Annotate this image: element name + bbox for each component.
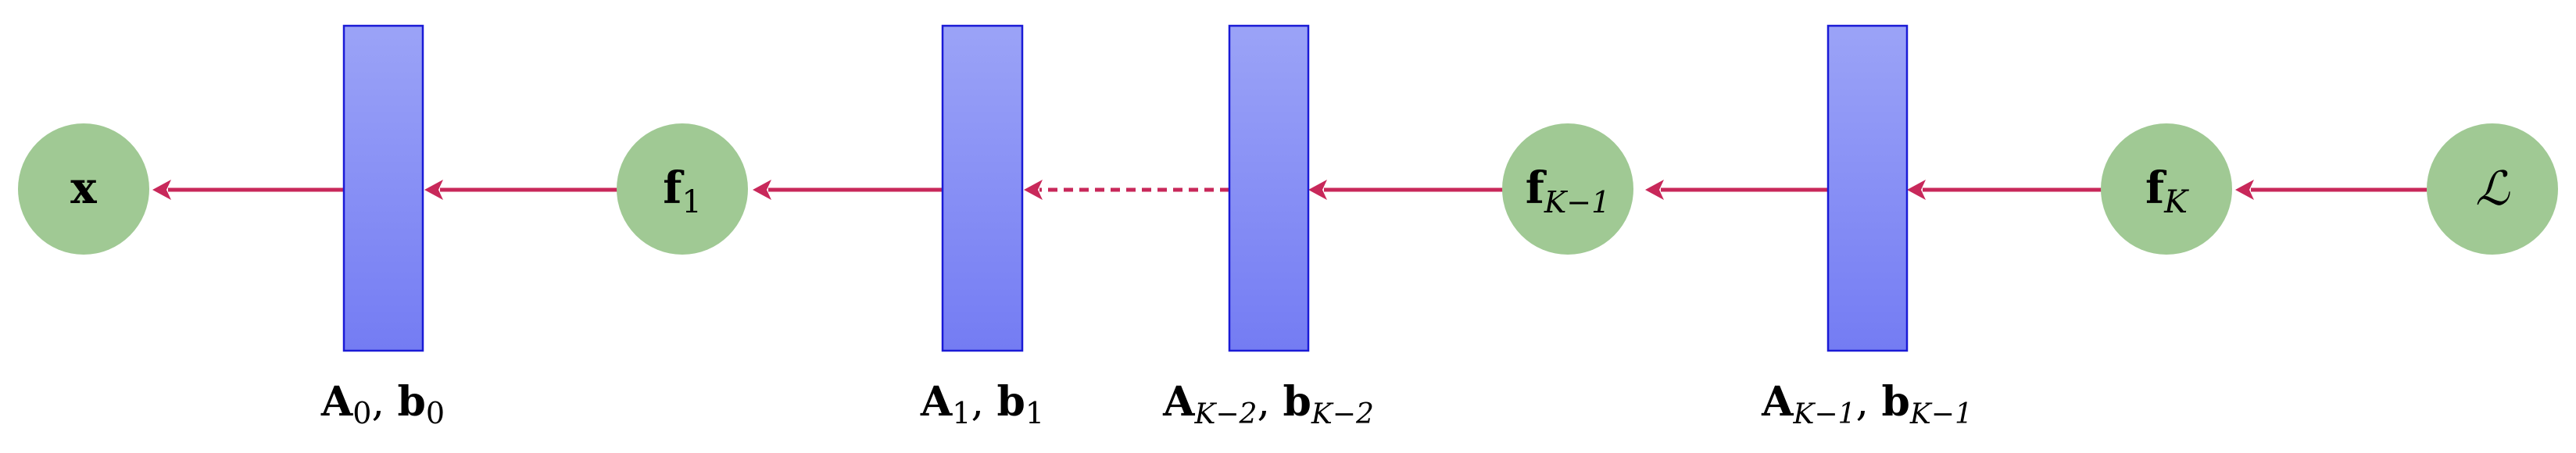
layer-1-weight: A (920, 378, 953, 426)
layer-K-1-bias: b (1882, 378, 1910, 426)
layer-0-bias: b (398, 378, 426, 426)
node-fK1-subscript: K−1 (1544, 185, 1610, 219)
node-fK-symbol: f (2145, 162, 2167, 214)
layer-0-weight: A (320, 378, 353, 426)
arrowhead-layer1 (1024, 180, 1043, 200)
node-fK-label: fK (2145, 162, 2189, 220)
node-x-label: x (70, 162, 97, 214)
layer-K-2-weight-sub: K−2 (1194, 398, 1258, 430)
arrowhead-layerK2 (1308, 180, 1327, 200)
node-loss-label: ℒ (2475, 162, 2510, 216)
arrowhead-layer0 (424, 180, 443, 200)
layer-0-bias-sub: 0 (426, 396, 445, 430)
node-fK1-symbol: f (1526, 162, 1547, 214)
arrowhead-layerK1 (1907, 180, 1926, 200)
layer-K-1-block (1826, 24, 1909, 352)
node-f1 (617, 123, 748, 255)
layer-1-bias: b (997, 378, 1025, 426)
layer-1-bias-sub: 1 (1025, 396, 1044, 430)
layer-1-block (941, 24, 1024, 352)
layer-K-2-label: AK−2, bK−2 (1162, 378, 1374, 430)
node-f1-label: f1 (663, 162, 702, 220)
layer-K-2-bias-sub: K−2 (1311, 398, 1374, 430)
layer-1-weight-sub: 1 (952, 396, 971, 430)
node-loss (2427, 123, 2558, 255)
node-fK (2101, 123, 2232, 255)
layer-1-label: A1, b1 (920, 378, 1044, 430)
node-loss-symbol: ℒ (2475, 162, 2510, 216)
node-fK-subscript: K (2163, 184, 2189, 220)
layer-K-1-weight: A (1761, 378, 1794, 426)
arrowhead-fK (2235, 180, 2254, 200)
nodes: x f1 fK−1 fK ℒ (18, 123, 2558, 255)
layer-K-2-sep: , (1257, 379, 1270, 426)
layer-K-1-label: AK−1, bK−1 (1761, 378, 1973, 430)
node-x (18, 123, 149, 255)
layer-0-label: A0, b0 (320, 378, 445, 430)
layer-K-1-bias-sub: K−1 (1909, 398, 1973, 430)
layer-labels: A0, b0 A1, b1 AK−2, bK−2 AK−1, bK−1 (320, 378, 1973, 430)
arrowhead-x (152, 180, 171, 200)
layer-K-2-weight: A (1162, 378, 1195, 426)
layer-0-weight-sub: 0 (352, 396, 371, 430)
arrowhead-f1 (753, 180, 771, 200)
node-f1-symbol: f (663, 162, 685, 214)
layers (342, 24, 1909, 352)
edges (152, 180, 2427, 200)
node-fK1 (1502, 123, 1633, 255)
node-x-symbol: x (70, 162, 97, 214)
layer-1-sep: , (971, 379, 984, 426)
layer-K-1-weight-sub: K−1 (1793, 398, 1856, 430)
node-f1-subscript: 1 (682, 184, 701, 220)
node-fK1-label: fK−1 (1526, 162, 1611, 219)
arrowhead-fK1 (1645, 180, 1664, 200)
layer-0-sep: , (371, 379, 385, 426)
layer-K-2-bias: b (1283, 378, 1311, 426)
layer-0-block (342, 24, 424, 352)
layer-K-1-sep: , (1855, 379, 1869, 426)
layer-K-2-block (1228, 24, 1310, 352)
